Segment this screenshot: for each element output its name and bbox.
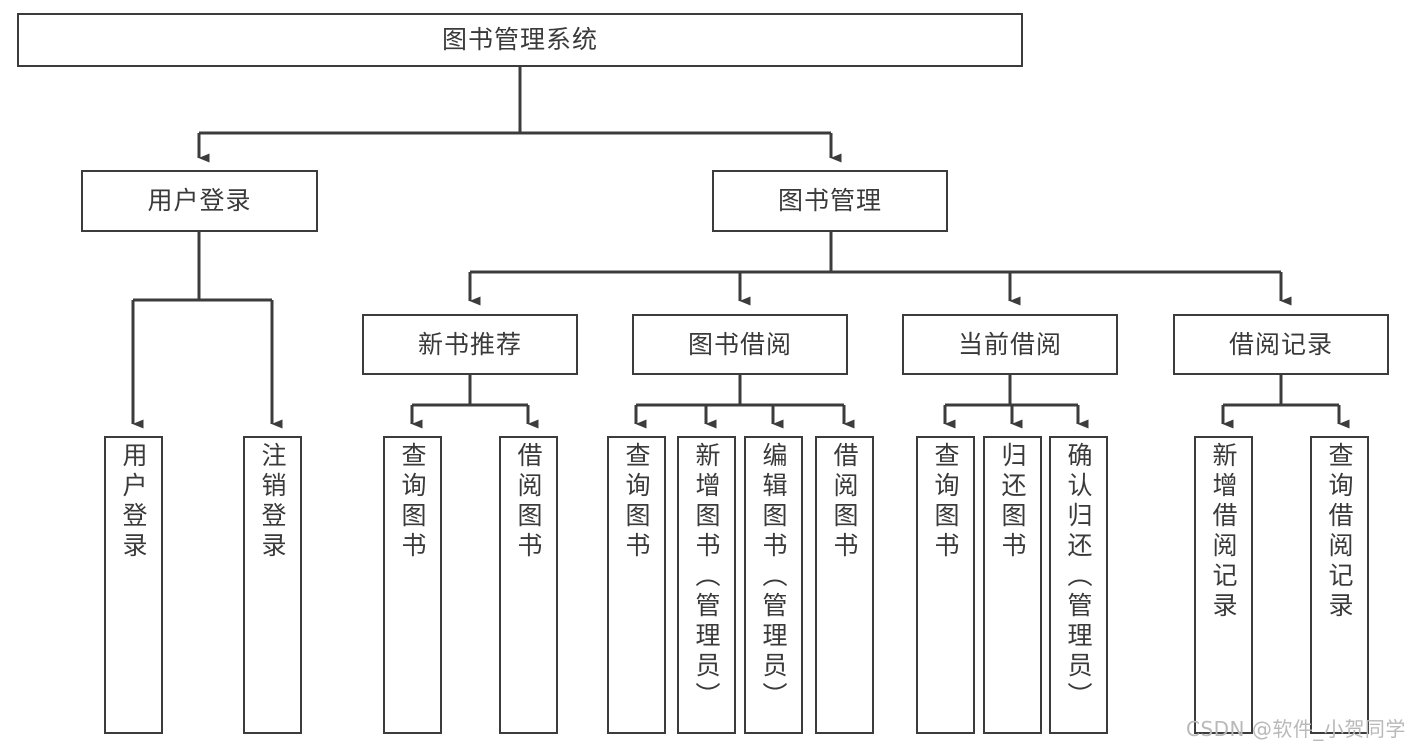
- node-label: 当前借阅: [957, 329, 1062, 359]
- node-label: 注销登录: [258, 442, 287, 562]
- node-label: 借阅记录: [1228, 329, 1333, 359]
- node-leaf-borrow-book-2[interactable]: 借阅图书: [815, 436, 874, 734]
- node-leaf-add-record[interactable]: 新增借阅记录: [1194, 436, 1253, 734]
- node-user-login[interactable]: 用户登录: [81, 170, 318, 232]
- node-label: 编辑图书（管理员）: [759, 442, 788, 712]
- node-leaf-user-login[interactable]: 用户登录: [104, 436, 163, 734]
- node-book-borrow[interactable]: 图书借阅: [632, 314, 848, 375]
- node-leaf-confirm-return[interactable]: 确认归还（管理员）: [1049, 436, 1108, 734]
- node-current-borrow[interactable]: 当前借阅: [902, 314, 1118, 375]
- node-borrow-record[interactable]: 借阅记录: [1173, 314, 1389, 375]
- node-label: 确认归还（管理员）: [1064, 442, 1093, 712]
- node-leaf-query-book-2[interactable]: 查询图书: [607, 436, 666, 734]
- node-leaf-return-book[interactable]: 归还图书: [983, 436, 1042, 734]
- node-leaf-edit-book[interactable]: 编辑图书（管理员）: [744, 436, 803, 734]
- node-leaf-add-book[interactable]: 新增图书（管理员）: [677, 436, 736, 734]
- node-label: 图书管理: [777, 186, 882, 216]
- node-label: 查询图书: [622, 442, 651, 562]
- node-label: 归还图书: [998, 442, 1027, 562]
- node-leaf-borrow-book-1[interactable]: 借阅图书: [499, 436, 558, 734]
- node-label: 查询借阅记录: [1325, 442, 1354, 622]
- node-leaf-logout[interactable]: 注销登录: [243, 436, 302, 734]
- node-new-book-recommend[interactable]: 新书推荐: [362, 314, 578, 375]
- node-label: 用户登录: [147, 186, 252, 216]
- node-book-management[interactable]: 图书管理: [712, 170, 948, 232]
- node-label: 借阅图书: [514, 442, 543, 562]
- node-root-book-management-system[interactable]: 图书管理系统: [17, 13, 1023, 67]
- node-leaf-query-book-3[interactable]: 查询图书: [916, 436, 975, 734]
- node-label: 新增图书（管理员）: [692, 442, 721, 712]
- node-label: 查询图书: [931, 442, 960, 562]
- node-label: 图书借阅: [687, 329, 792, 359]
- node-label: 新书推荐: [417, 329, 522, 359]
- node-leaf-query-record[interactable]: 查询借阅记录: [1310, 436, 1369, 734]
- node-label: 查询图书: [398, 442, 427, 562]
- node-leaf-query-book-1[interactable]: 查询图书: [383, 436, 442, 734]
- node-label: 用户登录: [119, 442, 148, 562]
- node-label: 借阅图书: [830, 442, 859, 562]
- node-label: 图书管理系统: [441, 25, 598, 55]
- node-label: 新增借阅记录: [1209, 442, 1238, 622]
